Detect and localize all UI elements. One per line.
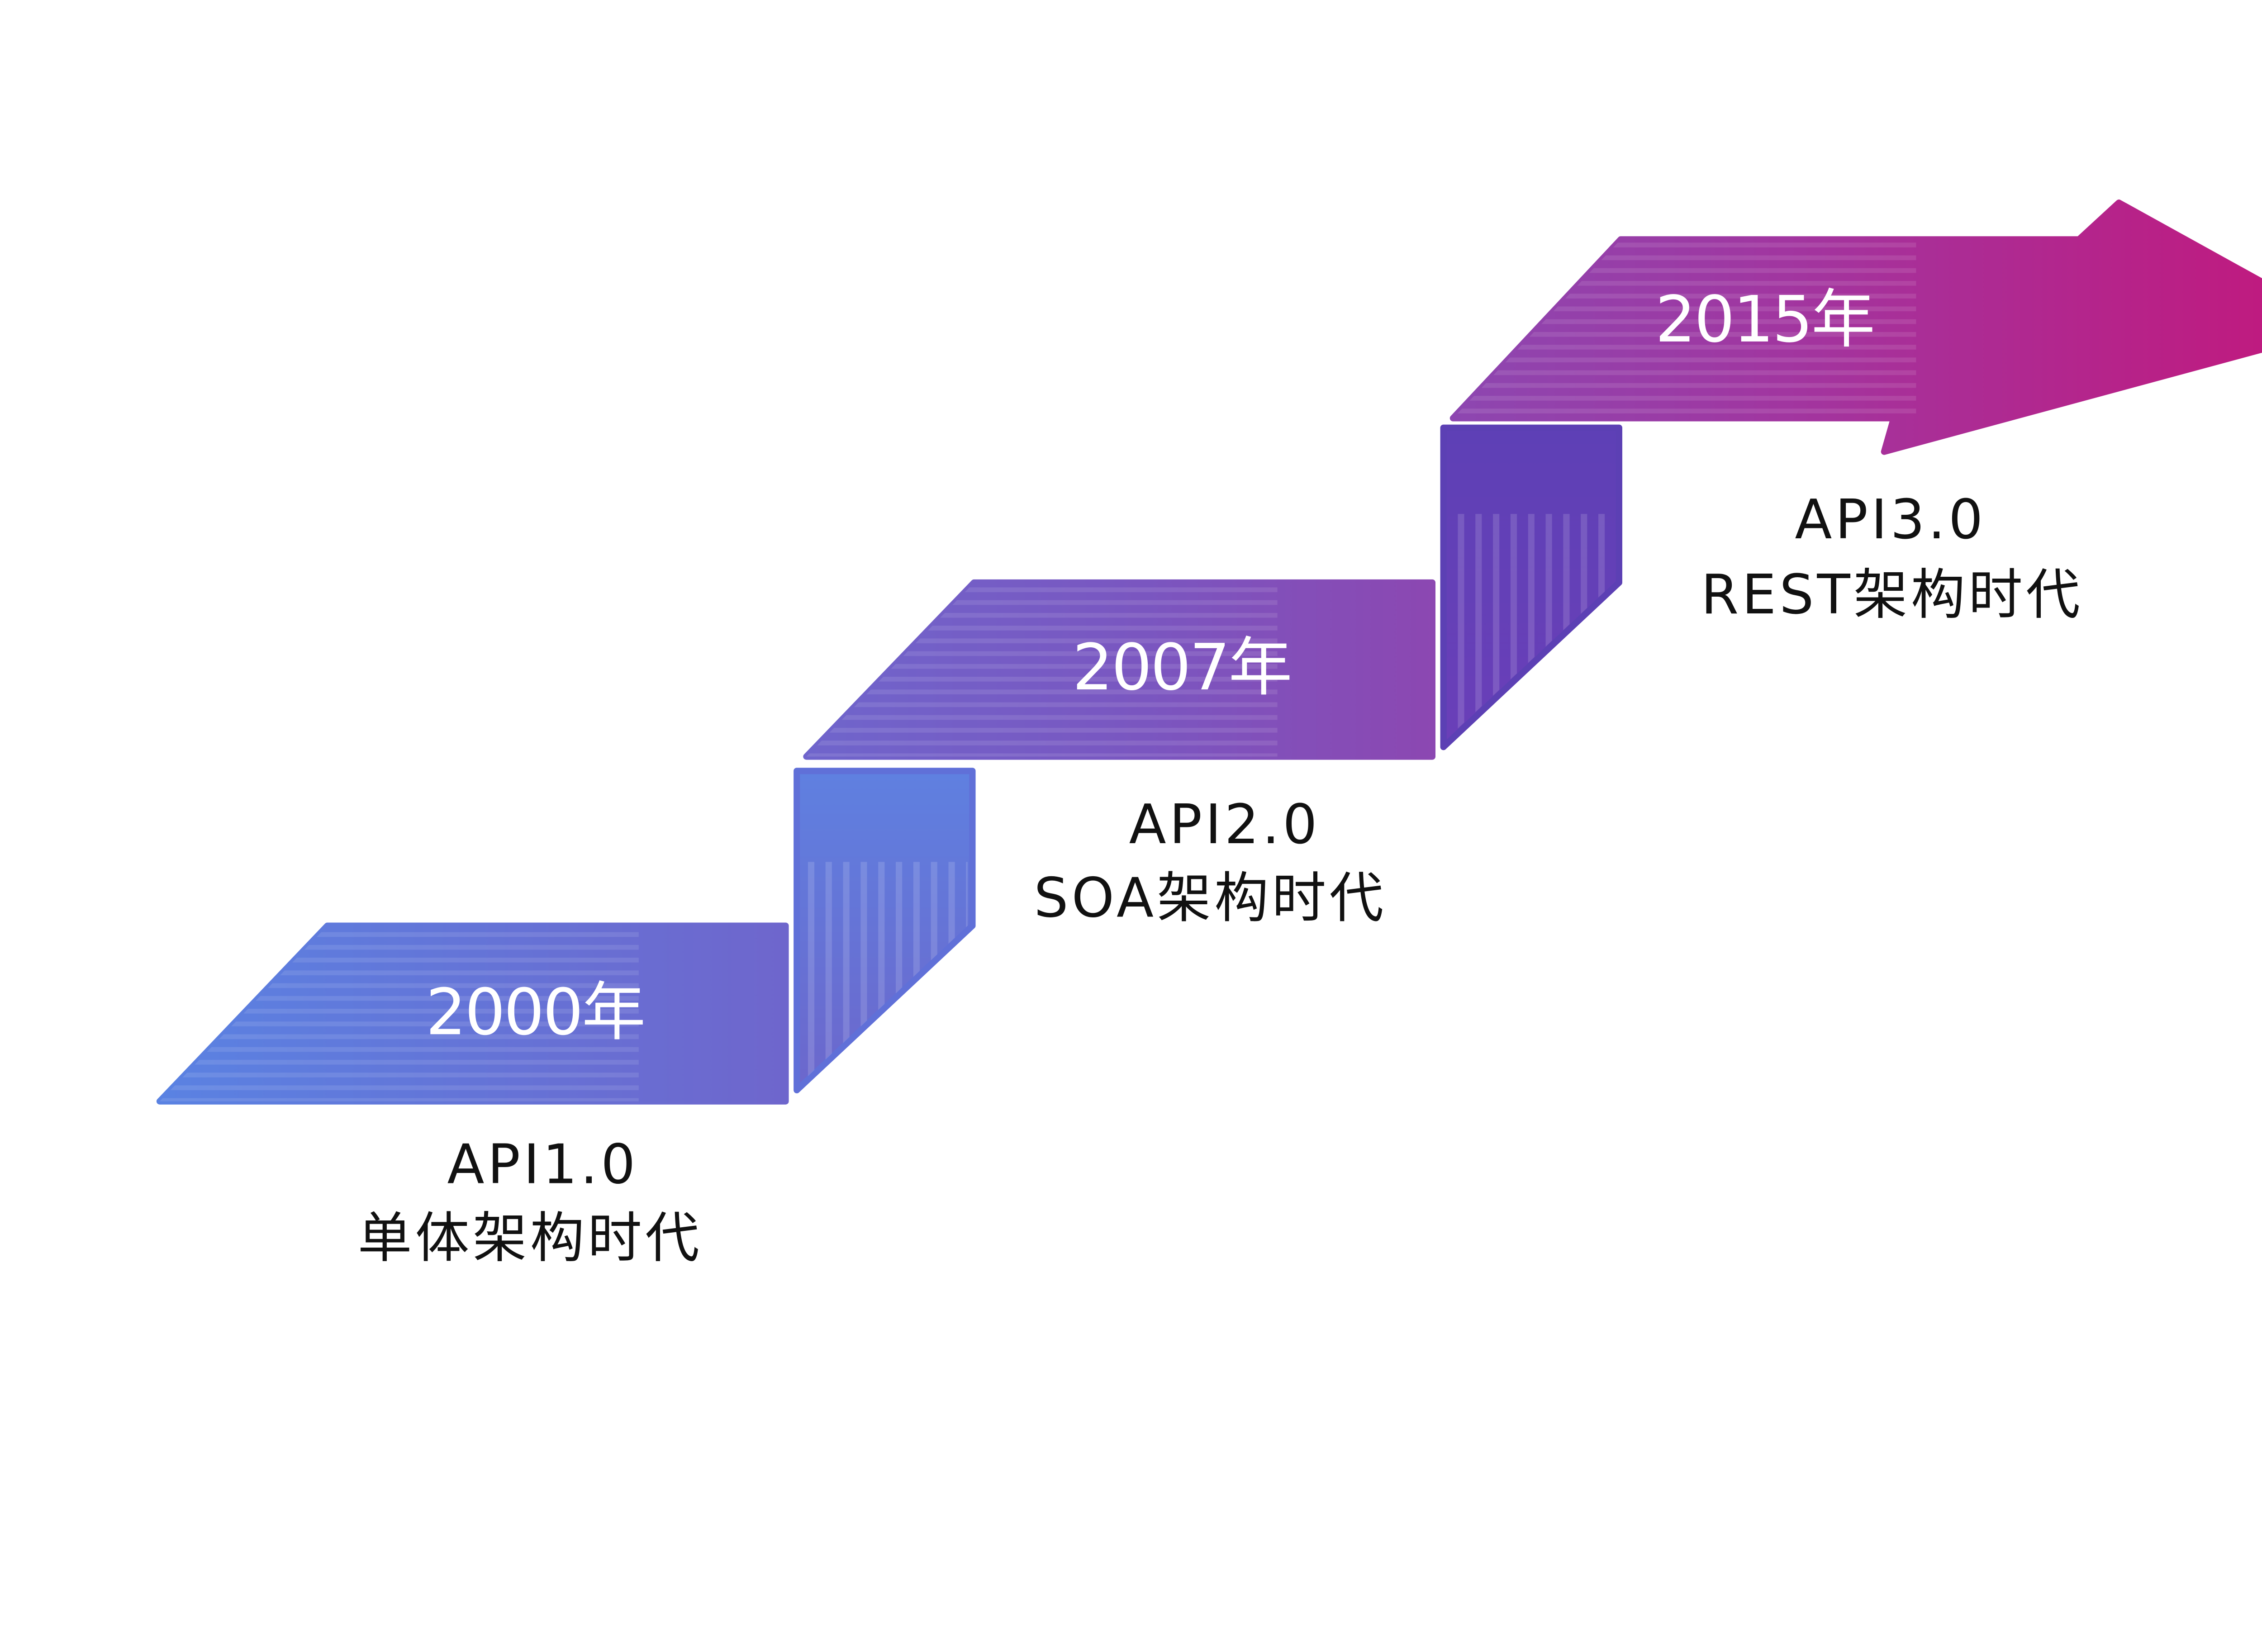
era-label: REST架构时代 bbox=[1701, 564, 2083, 627]
year-label: 2000年 bbox=[426, 975, 644, 1049]
version-label: API2.0 bbox=[1129, 793, 1321, 856]
stage-2015-arrow: 2015年 bbox=[1449, 199, 2262, 455]
year-label: 2015年 bbox=[1655, 283, 1874, 357]
version-label: API3.0 bbox=[1795, 489, 1986, 551]
riser-1 bbox=[794, 768, 976, 1094]
era-label: 单体架构时代 bbox=[358, 1207, 703, 1270]
riser-2 bbox=[1440, 424, 1622, 750]
era-label: SOA架构时代 bbox=[1034, 867, 1387, 930]
stage-2000-band: 2000年 bbox=[156, 922, 789, 1105]
stage-2007-band: 2007年 bbox=[803, 579, 1436, 760]
version-label: API1.0 bbox=[447, 1134, 639, 1196]
year-label: 2007年 bbox=[1072, 631, 1291, 705]
